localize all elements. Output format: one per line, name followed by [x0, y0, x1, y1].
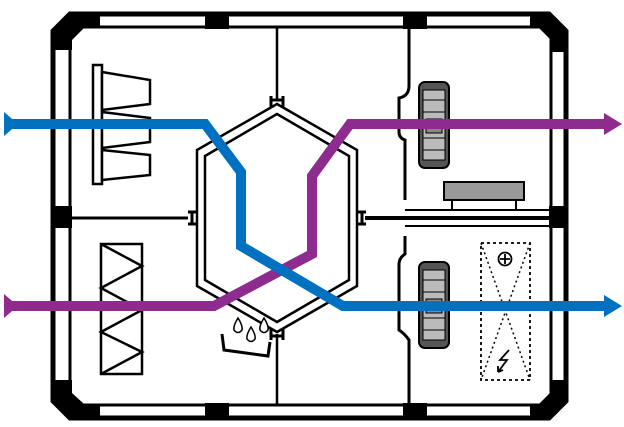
corner-top-right — [530, 13, 568, 52]
corner-top-left — [55, 13, 100, 50]
extract-air-flow — [4, 113, 622, 318]
partition-right-vertical — [397, 28, 411, 200]
joint-left-mid — [53, 206, 72, 228]
joint-top-mid — [205, 12, 229, 29]
corner-bottom-left — [55, 380, 100, 420]
heat-exchanger-inner — [203, 112, 351, 324]
heater-lightning — [497, 349, 510, 373]
condensate-tray — [220, 333, 272, 358]
bag-filter-pocket-3 — [100, 148, 152, 182]
supply-air-inlet-arrow-icon — [4, 112, 18, 136]
joint-bottom-mid — [205, 403, 229, 420]
extract-air-outlet-arrow-icon — [604, 113, 622, 135]
heat-exchanger-outer — [195, 102, 359, 334]
bag-filter-pocket-1 — [100, 70, 152, 112]
extract-air-path — [8, 119, 608, 311]
condensate-drop-2 — [246, 325, 256, 343]
condensate-drain — [220, 316, 272, 358]
control-box — [443, 181, 525, 211]
hx-clip-left — [188, 210, 196, 226]
condensate-drop-1 — [233, 316, 243, 334]
joint-right-mid — [549, 206, 568, 228]
heat-exchanger — [188, 96, 366, 340]
bag-filter-pocket-2 — [100, 110, 152, 150]
heater-box — [480, 242, 531, 381]
joint-top-right — [403, 12, 427, 29]
supply-air-outlet-arrow-icon — [604, 295, 622, 317]
unit-casing — [50, 11, 569, 421]
fan-bottom — [418, 261, 450, 349]
heater-plus-sign — [500, 254, 510, 264]
condensate-drop-3 — [259, 316, 269, 334]
hx-clip-top — [269, 96, 285, 108]
heater-cross — [480, 242, 531, 381]
hx-clip-right — [358, 210, 366, 226]
supply-air-flow — [4, 112, 622, 317]
corner-bottom-right — [530, 380, 568, 420]
hx-clip-bottom — [269, 328, 285, 340]
control-box-top — [443, 181, 525, 201]
electric-heater — [480, 242, 531, 381]
extract-air-inlet-arrow-icon — [4, 294, 18, 318]
joint-bottom-right — [403, 403, 427, 420]
partition-right-vertical-lower — [397, 236, 411, 404]
supply-air-path — [8, 119, 608, 311]
